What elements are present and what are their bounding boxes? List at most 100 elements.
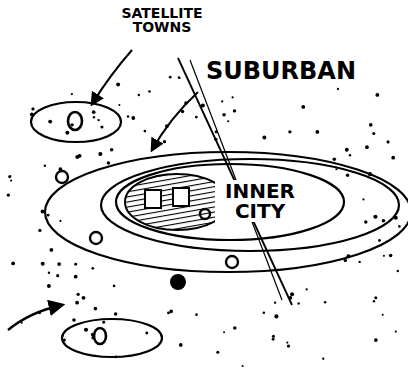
settlement-dot — [10, 180, 12, 182]
town-dot — [94, 328, 106, 344]
settlement-dot — [346, 254, 350, 258]
settlement-dot — [75, 301, 79, 305]
settlement-dot — [163, 140, 166, 143]
settlement-dot — [82, 296, 86, 300]
outer-ring — [45, 152, 408, 272]
settlement-dot — [286, 342, 288, 344]
settlement-dot — [145, 332, 148, 335]
settlement-dot — [346, 173, 349, 176]
settlement-dot — [262, 136, 266, 140]
region-label: INNER CITY — [215, 180, 305, 222]
settlement-dot — [345, 148, 349, 152]
settlement-dot — [127, 115, 130, 118]
settlement-dot — [398, 225, 401, 228]
settlement-dot — [387, 140, 390, 143]
settlement-dot — [365, 145, 369, 149]
settlement-dot — [21, 322, 23, 324]
settlement-dot — [7, 193, 10, 196]
settlement-dot — [63, 338, 66, 341]
town-dot — [200, 209, 210, 219]
settlement-dot — [373, 215, 377, 219]
settlement-dot — [47, 214, 50, 217]
region-label: SUBURBAN — [204, 58, 358, 84]
settlement-dot — [201, 103, 205, 107]
leader-arrow — [8, 305, 62, 330]
settlement-dot — [38, 312, 40, 314]
settlement-dot — [324, 301, 327, 304]
settlement-dot — [372, 132, 375, 135]
settlement-dot — [65, 131, 69, 135]
town-dot — [171, 275, 185, 289]
settlement-dot — [72, 318, 76, 322]
settlement-dot — [167, 311, 170, 314]
settlement-dot — [242, 365, 244, 367]
settlement-dot — [214, 138, 217, 141]
settlement-dot — [116, 83, 120, 87]
settlement-dot — [84, 328, 88, 332]
town-dot — [56, 171, 68, 183]
settlement-dot — [215, 130, 218, 133]
settlement-dot — [227, 120, 229, 122]
settlement-dot — [70, 123, 73, 126]
settlement-dot — [232, 96, 234, 98]
settlement-dot — [364, 220, 367, 223]
settlement-dot — [49, 248, 53, 252]
settlement-dot — [374, 296, 377, 299]
settlement-dot — [263, 311, 266, 314]
settlement-dot — [362, 198, 364, 200]
settlement-dot — [41, 262, 45, 266]
settlement-dot — [382, 314, 384, 316]
inner-city-ellipse: INNER CITY — [115, 163, 345, 241]
settlement-dot — [181, 110, 184, 113]
settlement-dot — [74, 275, 78, 279]
settlement-dot — [169, 310, 173, 314]
leader-arrow — [152, 92, 198, 150]
settlement-dot — [287, 345, 290, 348]
settlement-dot — [169, 76, 172, 79]
ellipse-outline — [116, 164, 344, 240]
settlement-dot — [222, 113, 226, 117]
region-label: SATELLITE TOWNS — [112, 5, 212, 35]
settlement-dot — [94, 98, 98, 102]
settlement-dot — [395, 331, 397, 333]
settlement-dot — [397, 270, 399, 272]
settlement-dot — [57, 262, 61, 266]
leader-arrow — [92, 50, 132, 104]
settlement-dot — [315, 130, 319, 134]
settlement-dot — [179, 343, 183, 347]
settlement-dot — [97, 119, 99, 121]
settlement-dot — [301, 105, 305, 109]
settlement-dot — [195, 116, 198, 119]
settlement-dot — [382, 219, 386, 223]
settlement-dot — [76, 293, 79, 296]
settlement-dot — [91, 336, 94, 339]
settlement-dot — [115, 356, 118, 359]
settlement-dot — [373, 300, 375, 302]
suburban-ellipse: SUBURBANINNER CITY — [100, 158, 400, 252]
settlement-dot — [107, 161, 110, 164]
settlement-dot — [56, 274, 59, 277]
settlement-dot — [391, 156, 395, 160]
settlement-dot — [297, 302, 299, 304]
settlement-dot — [165, 124, 169, 128]
settlement-dot — [195, 313, 198, 316]
outline-shape — [30, 101, 122, 143]
settlement-dot — [322, 358, 324, 360]
settlement-dot — [44, 165, 46, 167]
settlement-dot — [233, 326, 237, 330]
settlement-dot — [337, 88, 339, 90]
settlement-dot — [91, 333, 95, 337]
settlement-dot — [48, 120, 52, 124]
town-dot — [226, 256, 238, 268]
settlement-dot — [91, 267, 94, 270]
settlement-dot — [92, 110, 96, 114]
settlement-dot — [184, 101, 188, 105]
settlement-dot — [369, 123, 373, 127]
settlement-dot — [110, 148, 114, 152]
settlement-dot — [274, 314, 278, 318]
settlement-dot — [93, 116, 95, 118]
settlement-dot — [221, 100, 223, 102]
settlement-dot — [94, 307, 98, 311]
settlement-dot — [288, 130, 291, 133]
settlement-dot — [233, 109, 236, 112]
